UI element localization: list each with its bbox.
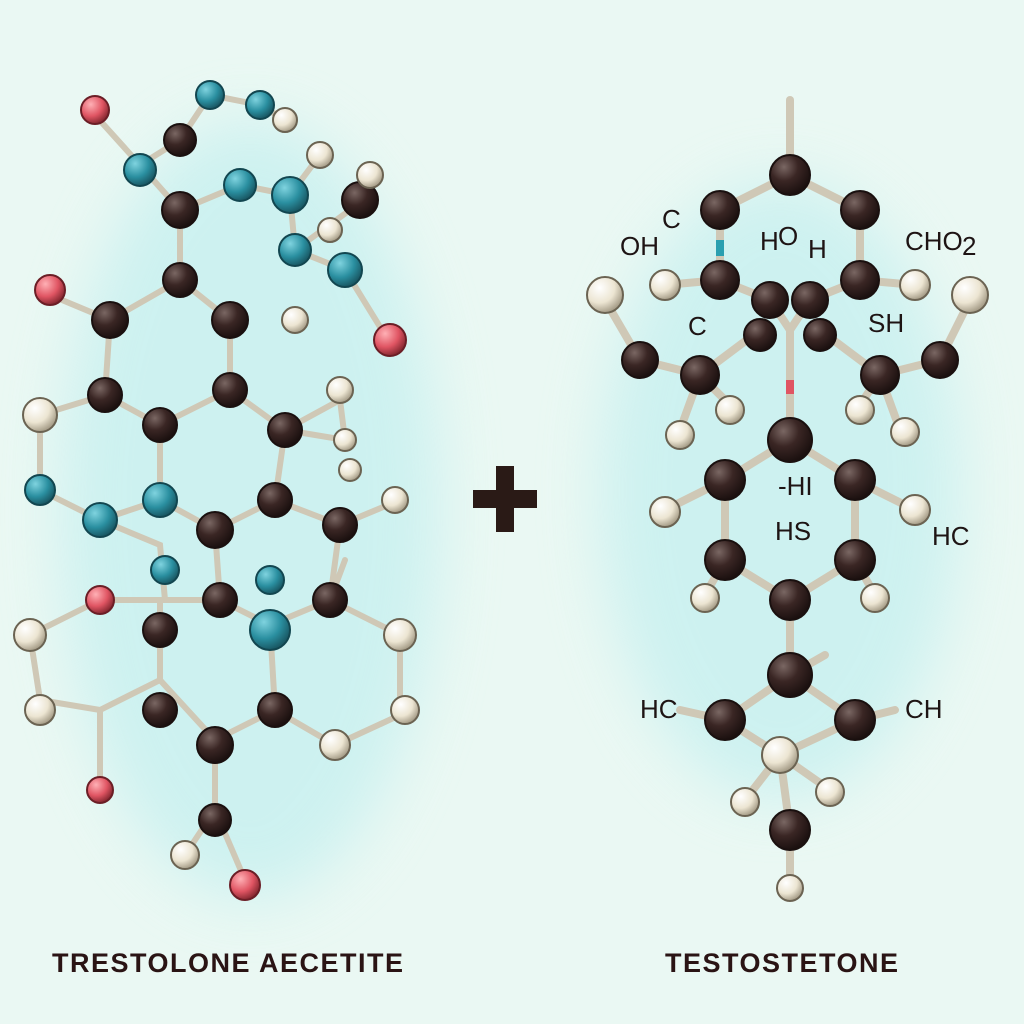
svg-text:SH: SH (868, 308, 904, 338)
svg-text:C: C (662, 204, 681, 234)
right-molecule (586, 96, 989, 902)
plus-operator (473, 466, 537, 532)
svg-text:CHO: CHO (905, 226, 963, 256)
svg-text:H: H (808, 234, 827, 264)
svg-text:HC: HC (932, 521, 970, 551)
left-molecule-caption: TRESTOLONE AECETITE (52, 948, 405, 978)
svg-text:2: 2 (962, 231, 976, 261)
svg-text:HC: HC (640, 694, 678, 724)
right-molecule-caption: TESTOSTETONE (665, 948, 900, 978)
svg-text:CH: CH (905, 694, 943, 724)
svg-text:C: C (688, 311, 707, 341)
svg-text:HS: HS (775, 516, 811, 546)
left-molecule (13, 80, 420, 901)
svg-text:OH: OH (620, 231, 659, 261)
svg-text:H: H (760, 226, 779, 256)
svg-text:O: O (778, 221, 798, 251)
svg-text:-HI: -HI (778, 471, 813, 501)
